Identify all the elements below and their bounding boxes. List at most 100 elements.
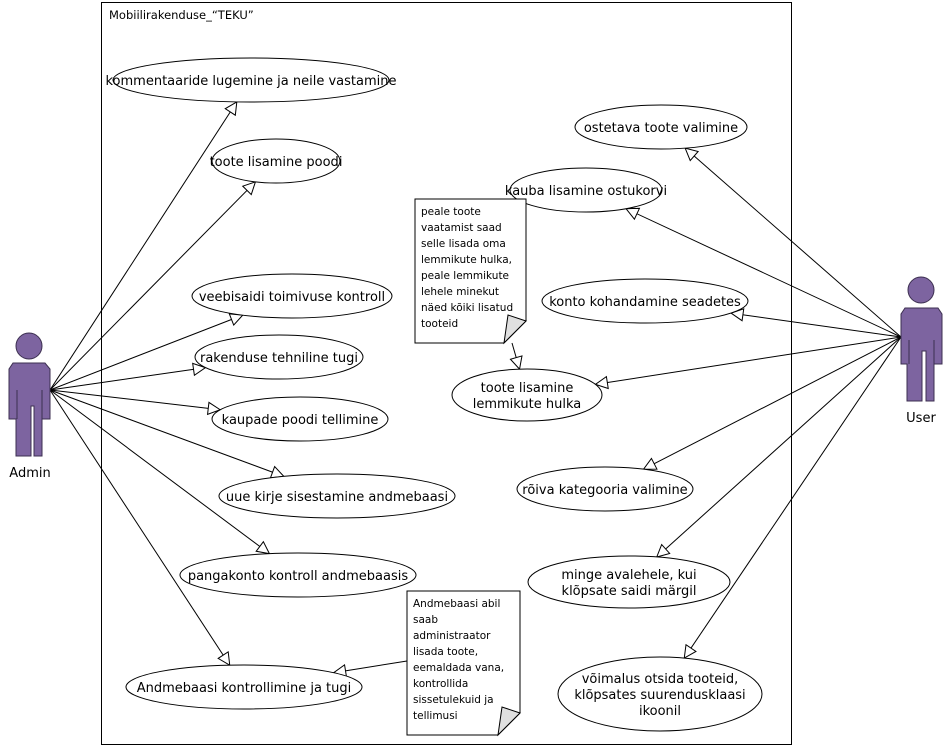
arrowhead-icon [642,457,658,470]
arrowhead-icon [217,650,231,667]
arrowhead-icon [509,355,523,371]
use-case-label: lemmikute hulka [473,397,582,412]
note-text: saab [413,614,438,626]
use-case-label: konto kohandamine seadetes [549,295,741,310]
use-case-ellipse [541,278,749,324]
note-text: peale lemmikute [421,270,509,282]
arrowhead-icon [206,401,222,416]
use-case-uc15[interactable]: võimalus otsida tooteid,klõpsates suuren… [557,656,763,732]
use-case-label: pangakonto kontroll andmebaasis [188,569,409,584]
arrowhead-icon [625,207,641,221]
use-case-uc13[interactable]: rõiva kategooria valimine [516,466,694,512]
association-user-uc14 [655,336,902,558]
association-user-uc15 [683,336,902,659]
association-admin-uc7 [49,389,271,555]
note-text: eemaldada vana, [413,662,504,674]
note-text: vaatamist saad [421,222,502,234]
use-case-ellipse [211,396,389,442]
note-text: administraator [413,630,491,642]
association-user-uc12 [594,336,902,390]
arrowhead-icon [594,375,609,390]
note-fold-icon [497,706,521,737]
use-case-label: kaupade poodi tellimine [222,413,379,428]
association-admin-uc5 [49,389,222,416]
use-case-uc1[interactable]: kommentaaride lugemine ja neile vastamin… [105,57,397,103]
arrowhead-icon [655,543,671,558]
use-case-uc8[interactable]: Andmebaasi kontrollimine ja tugi [125,664,363,710]
actor-label-user: User [906,411,936,426]
arrowhead-icon [192,362,207,377]
association-user-uc10 [625,207,902,338]
system-title: Mobiilirakenduse_“TEKU” [109,8,254,22]
use-case-label: toote lisamine poodi [210,155,343,170]
arrowhead-icon [255,540,271,555]
note-text: selle lisada oma [421,238,506,250]
association-admin-uc2 [49,181,257,391]
use-case-uc5[interactable]: kaupade poodi tellimine [211,396,389,442]
note-text: näed kõiki lisatud [421,302,513,314]
use-case-uc7[interactable]: pangakonto kontroll andmebaasis [179,552,417,598]
association-admin-uc4 [49,362,207,391]
use-case-ellipse [451,368,603,422]
admin-head-icon [15,332,43,360]
note-fold-icon [503,314,527,345]
use-case-ellipse [194,334,364,380]
note-text: sissetulekuid ja [413,694,494,706]
use-case-label: ostetava toote valimine [584,121,738,136]
actor-user[interactable]: User [900,276,943,426]
use-case-label: ikoonil [639,704,681,719]
use-case-uc11[interactable]: konto kohandamine seadetes [541,278,749,324]
use-case-label: rõiva kategooria valimine [522,483,687,498]
note-text: lisada toote, [413,646,478,658]
use-case-ellipse [112,57,390,103]
use-case-uc2[interactable]: toote lisamine poodi [210,138,343,184]
note-note2: Andmebaasi abil saab administraator lisada … [406,590,521,737]
actor-admin[interactable]: Admin [8,332,51,481]
use-case-label: kauba lisamine ostukorvi [505,184,667,199]
use-case-ellipse [516,466,694,512]
use-case-ellipse [557,656,763,732]
admin-body-icon [8,362,51,457]
actor-label-admin: Admin [9,466,50,481]
association-user-uc9 [684,147,902,338]
arrowhead-icon [684,147,700,162]
use-case-ellipse [191,273,393,319]
note-text: tellimusi [413,710,458,722]
use-case-label: rakenduse tehniline tugi [200,351,358,366]
use-case-ellipse [179,552,417,598]
use-case-label: võimalus otsida tooteid, [582,672,739,687]
use-case-ellipse [211,138,341,184]
use-case-uc10[interactable]: kauba lisamine ostukorvi [505,167,667,213]
note-text: tooteid [421,318,458,330]
use-case-label: veebisaidi toimivuse kontroll [199,290,385,305]
arrowhead-icon [683,643,697,659]
use-case-ellipse [509,167,663,213]
use-case-label: Andmebaasi kontrollimine ja tugi [137,681,352,696]
use-case-uc6[interactable]: uue kirje sisestamine andmebaasi [218,473,456,519]
association-user-uc13 [642,336,902,470]
use-case-uc4[interactable]: rakenduse tehniline tugi [194,334,364,380]
use-case-ellipse [218,473,456,519]
use-case-label: klõpsates suurendusklaasi [574,688,745,703]
association-admin-uc8 [49,389,231,667]
arrowhead-icon [241,181,257,196]
note-text: lemmikute hulka, [421,254,512,266]
note-text: lehele minekut [421,286,499,298]
use-case-label: toote lisamine [481,381,574,396]
use-case-uc3[interactable]: veebisaidi toimivuse kontroll [191,273,393,319]
use-case-ellipse [574,104,748,150]
use-case-label: kommentaaride lugemine ja neile vastamin… [105,74,396,89]
use-case-label: klõpsate saidi märgil [562,584,697,599]
note-text: Andmebaasi abil [413,598,500,610]
arrowhead-icon [224,100,238,117]
use-case-uc9[interactable]: ostetava toote valimine [574,104,748,150]
use-case-label: uue kirje sisestamine andmebaasi [226,490,448,505]
use-cases: kommentaaride lugemine ja neile vastamin… [105,57,763,732]
note-text: kontrollida [413,678,468,690]
user-head-icon [907,276,935,304]
